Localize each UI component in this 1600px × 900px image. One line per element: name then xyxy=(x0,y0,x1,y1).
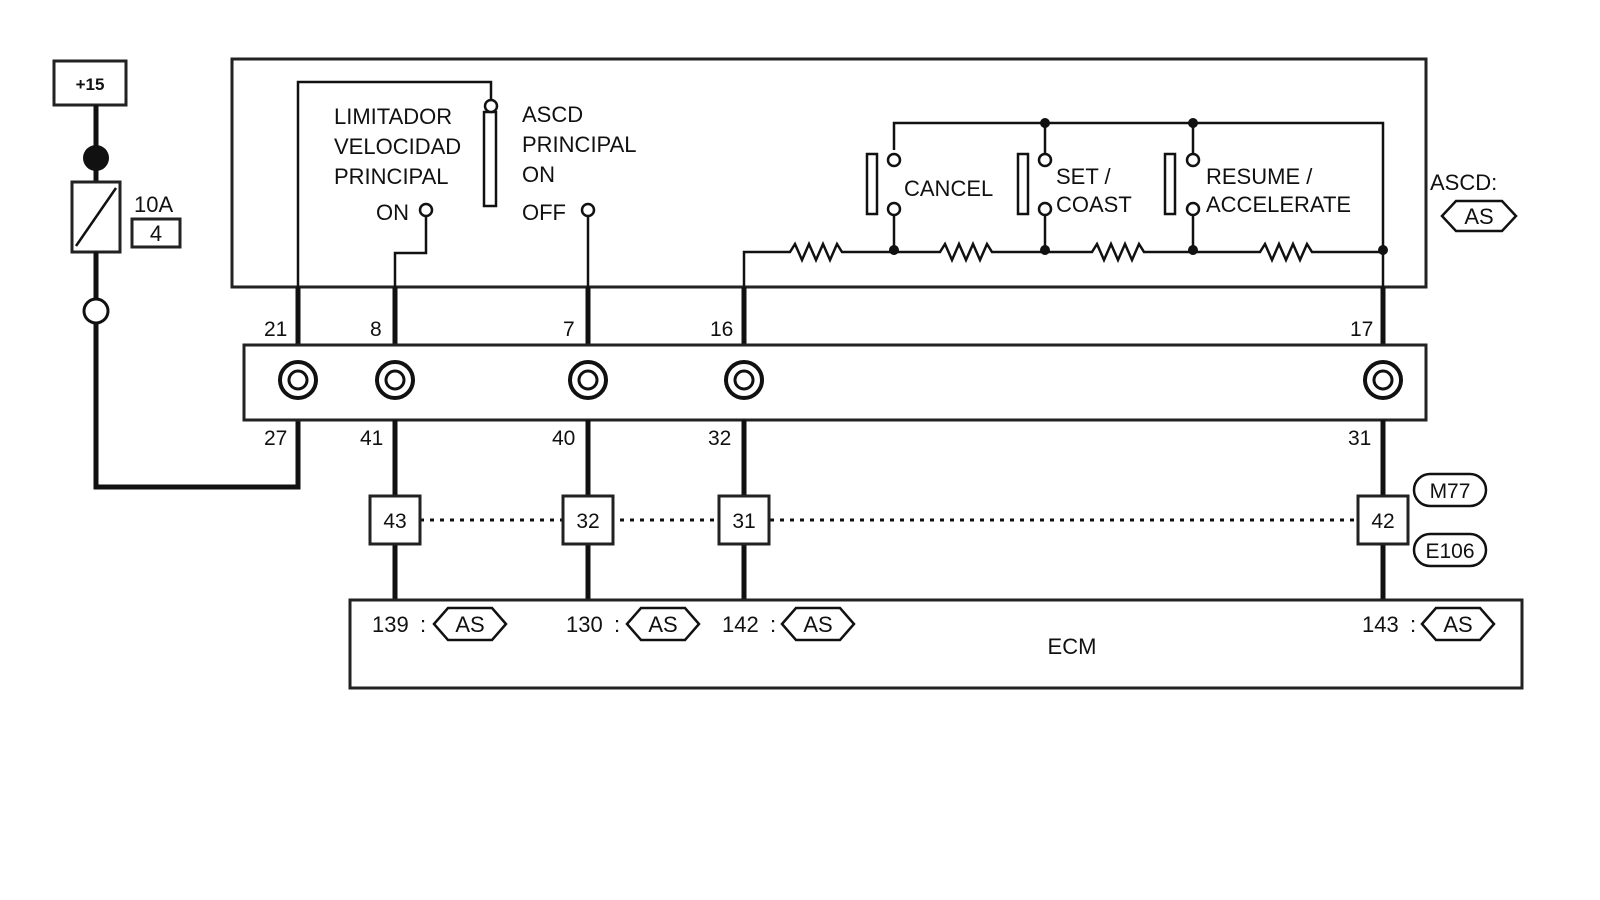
connector-pin-21 xyxy=(278,360,318,400)
ecm-terminal-143: 143 xyxy=(1362,612,1399,637)
fuse-number: 4 xyxy=(150,221,162,246)
ascd-main-label-line2: PRINCIPAL xyxy=(522,132,637,157)
pin-label-16: 16 xyxy=(710,318,733,341)
harness-pin-label-43: 43 xyxy=(383,510,406,533)
upper-wires xyxy=(295,287,1386,345)
main-switch-lever-icon xyxy=(482,110,498,208)
connector-pin-7 xyxy=(568,360,608,400)
splice-dot xyxy=(83,145,109,171)
pin-label-31: 31 xyxy=(1348,427,1371,450)
harness-pin-label-42: 42 xyxy=(1371,510,1394,533)
svg-text::: : xyxy=(1410,612,1416,637)
ascd-main-label-line3: ON xyxy=(522,162,555,187)
main-switch-label-line3: PRINCIPAL xyxy=(334,164,449,189)
pin-label-27: 27 xyxy=(264,427,287,450)
set-coast-switch-icon xyxy=(1016,152,1030,216)
svg-text::: : xyxy=(420,612,426,637)
ecm-module: ECM 139 : AS 130 : AS 142 : AS 143 : AS xyxy=(348,598,1524,690)
harness-pin-label-31: 31 xyxy=(732,510,755,533)
resume-accelerate-label-line2: ACCELERATE xyxy=(1206,192,1351,217)
pin-label-8: 8 xyxy=(370,318,382,341)
svg-text::: : xyxy=(614,612,620,637)
harness-pin-32 xyxy=(561,494,615,546)
connector-pin-17 xyxy=(1363,360,1403,400)
switch-ref-hexagon-icon xyxy=(1440,199,1518,233)
power-supply: +15 10A 4 xyxy=(52,59,301,490)
ecm-terminal-ref: AS xyxy=(455,612,484,637)
cancel-switch-icon xyxy=(865,152,879,216)
connector-pin-8 xyxy=(375,360,415,400)
ecm-terminal-ref: AS xyxy=(803,612,832,637)
harness-pin-42 xyxy=(1356,494,1410,546)
ecm-ref-hexagon-icon xyxy=(625,606,701,642)
main-switch-on-state: ON xyxy=(376,200,409,225)
ascd-main-label-line1: ASCD xyxy=(522,102,583,127)
ignition-source-label: +15 xyxy=(76,75,105,94)
cancel-label: CANCEL xyxy=(904,176,993,201)
fuse-rating: 10A xyxy=(134,192,173,217)
resistor-ladder xyxy=(742,240,1383,287)
pin-label-41: 41 xyxy=(360,427,383,450)
switch-housing xyxy=(230,57,1428,289)
pin-label-32: 32 xyxy=(708,427,731,450)
ignition-source-box xyxy=(52,59,128,107)
connector-id-badge-e106 xyxy=(1412,532,1488,568)
main-switch-label-line1: LIMITADOR xyxy=(334,104,452,129)
lower-wires xyxy=(392,420,1386,600)
ecm-terminal-139: 139 xyxy=(372,612,409,637)
ecm-terminal-ref: AS xyxy=(648,612,677,637)
pin-label-7: 7 xyxy=(563,318,575,341)
harness-pin-43 xyxy=(368,494,422,546)
harness-pin-label-32: 32 xyxy=(576,510,599,533)
ecm-terminal-130: 130 xyxy=(566,612,603,637)
connector-strip: 21 8 7 16 17 27 41 40 32 31 xyxy=(242,318,1428,450)
main-switch-label-line2: VELOCIDAD xyxy=(334,134,461,159)
ecm-label: ECM xyxy=(1048,634,1097,659)
pin-label-21: 21 xyxy=(264,318,287,341)
ascd-switch-block: LIMITADOR VELOCIDAD PRINCIPAL ON ASCD PR… xyxy=(230,57,1518,289)
ascd-main-off-state: OFF xyxy=(522,200,566,225)
connector-id-m77: M77 xyxy=(1430,480,1471,503)
set-coast-label-line1: SET / xyxy=(1056,164,1112,189)
ecm-ref-hexagon-icon xyxy=(432,606,508,642)
switch-name-label: ASCD: xyxy=(1430,170,1497,195)
fuse-number-box xyxy=(130,217,182,249)
svg-text::: : xyxy=(770,612,776,637)
connector-pin-16 xyxy=(724,360,764,400)
harness-connector: 43 32 31 42 M77 E106 xyxy=(368,472,1488,568)
ecm-ref-hexagon-icon xyxy=(1420,606,1496,642)
connector-body xyxy=(242,343,1428,422)
switch-ref-label: AS xyxy=(1464,204,1493,229)
resume-accelerate-label-line1: RESUME / xyxy=(1206,164,1313,189)
ecm-terminal-142: 142 xyxy=(722,612,759,637)
resume-accelerate-switch-icon xyxy=(1163,152,1177,216)
harness-pin-31 xyxy=(717,494,771,546)
ecm-terminal-ref: AS xyxy=(1443,612,1472,637)
connector-id-badge-m77 xyxy=(1412,472,1488,508)
ground-terminal-icon xyxy=(82,297,110,325)
pin-label-40: 40 xyxy=(552,427,575,450)
set-coast-label-line2: COAST xyxy=(1056,192,1132,217)
pin-label-17: 17 xyxy=(1350,318,1373,341)
ecm-ref-hexagon-icon xyxy=(780,606,856,642)
connector-id-e106: E106 xyxy=(1425,540,1474,563)
ecm-box xyxy=(348,598,1524,690)
